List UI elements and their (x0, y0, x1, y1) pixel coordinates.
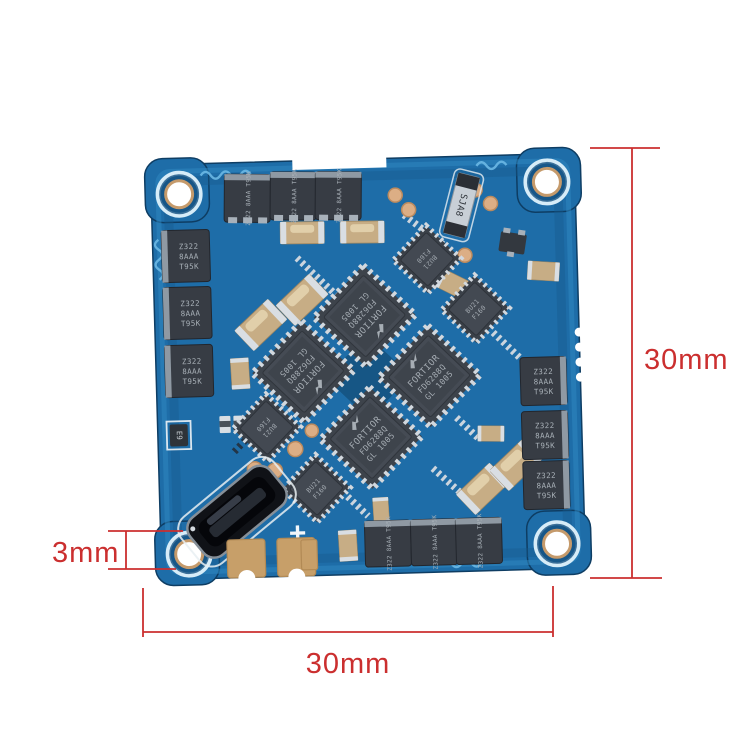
mosfet: Z322 8AAA T95K (519, 356, 568, 407)
passive-row (454, 415, 482, 442)
mosfet-marking: 8AAA (181, 309, 201, 319)
sot-transistor (498, 227, 527, 258)
capacitor (477, 425, 505, 442)
mosfet-marking: 8AAA (536, 481, 556, 491)
mosfet-marking: 8AAA (179, 252, 199, 262)
mosfet-marking: Z322 8AAA T95K (385, 516, 394, 571)
mosfet-marking: T95K (537, 491, 557, 501)
passive-row (294, 255, 341, 300)
capacitor (279, 221, 325, 245)
capacitor (234, 298, 288, 351)
capacitor (526, 260, 560, 282)
mosfet: Z322 8AAA T95K (522, 460, 571, 511)
mosfet-marking: 8AAA (182, 367, 202, 377)
mosfet: Z322 8AAA T95K (269, 169, 317, 224)
hole-dimension-label: 3mm (52, 537, 119, 569)
dimension-right: 30mm (590, 147, 729, 579)
mosfet-marking: Z322 8AAA T95K (245, 171, 252, 226)
edge-castellation (575, 342, 585, 352)
mosfet-marking: Z322 8AAA T95K (476, 513, 485, 568)
silk-trace (199, 169, 252, 180)
transistor-marking: E9 (175, 431, 184, 440)
fortior-logo-icon (377, 324, 384, 340)
mosfet: Z322 8AAA T95K (314, 168, 362, 223)
passive-row (401, 212, 447, 249)
mosfet: Z322 8AAA T95K (163, 343, 215, 399)
mosfet-marking: Z322 (180, 299, 200, 309)
capacitor (229, 357, 251, 390)
gate-driver-chip: FORTIOR FD6288Q GL 1005 (374, 321, 485, 432)
board-top-notch (292, 153, 387, 171)
gate-driver-chip: FORTIOR FD6288Q GL 1005 (248, 316, 359, 427)
mosfet-marking: Z322 8AAA T95K (431, 515, 440, 570)
fortior-logo-icon (315, 379, 322, 395)
mosfet-marking: Z322 (182, 357, 202, 367)
height-dimension-label: 30mm (644, 344, 729, 376)
width-dimension-label: 30mm (306, 648, 391, 680)
mosfet: Z322 8AAA T95K (454, 513, 503, 568)
mosfet-marking: Z322 8AAA T95K (336, 168, 343, 223)
mounting-hole (155, 170, 203, 218)
mosfet-marking: T95K (182, 377, 202, 387)
dimension-bottom: 30mm (142, 586, 554, 680)
mosfet: Z322 8AAA T95K (223, 171, 271, 226)
usb-connector (177, 455, 297, 568)
mosfet-marking: Z322 (536, 471, 556, 481)
mosfet-marking: T95K (534, 387, 554, 397)
solder-pads (226, 537, 319, 587)
fortior-logo-icon (410, 353, 417, 369)
mosfet-marking: Z322 (535, 421, 555, 431)
mounting-hole (523, 158, 571, 206)
transistor-e9: E9 (165, 420, 193, 451)
mounting-hole (533, 520, 581, 568)
silk-trace (475, 160, 508, 171)
capacitor (339, 220, 385, 244)
pcb-board: Z322 8AAA T95K Z322 8AAA T95K Z322 8AAA … (143, 146, 593, 587)
passive-row (430, 465, 466, 499)
edge-castellation (574, 327, 584, 337)
mosfet-marking: 8AAA (535, 431, 555, 441)
mosfet-marking: T95K (181, 319, 201, 329)
mosfet-marking: Z322 (533, 367, 553, 377)
mosfet-marking: 8AAA (534, 377, 554, 387)
fortior-logo-icon (352, 414, 359, 430)
mcu-chip: BU21 F160 (437, 271, 513, 347)
mcu-chip: BU21 F160 (278, 451, 354, 526)
edge-castellation (575, 357, 585, 367)
passive-row (345, 494, 371, 519)
mosfet: Z322 8AAA T95K (162, 285, 213, 341)
mosfet-marking: Z322 (179, 242, 199, 252)
mcu-chip: BU21 F160 (229, 390, 305, 466)
capacitor (275, 273, 329, 326)
mosfet: Z322 8AAA T95K (363, 516, 413, 571)
mosfet: Z322 8AAA T95K (520, 410, 570, 461)
mosfet-marking: Z322 8AAA T95K (291, 169, 298, 224)
center-pour (325, 334, 411, 420)
mosfet-marking: T95K (535, 441, 555, 451)
diode-sja8: SJA8 (438, 168, 485, 243)
capacitor (337, 529, 359, 562)
gate-driver-chip: FORTIOR FD6288Q GL 1005 (309, 260, 420, 372)
edge-castellation (575, 372, 585, 382)
mosfet: Z322 8AAA T95K (160, 228, 211, 284)
dimension-hole: 3mm (52, 530, 183, 570)
mcu-chip: BU21 F160 (389, 221, 465, 297)
mosfet: Z322 8AAA T95K (409, 515, 458, 570)
gate-driver-chip: FORTIOR FD6288Q GL 1005 (315, 382, 427, 494)
mosfet-marking: T95K (179, 262, 199, 272)
